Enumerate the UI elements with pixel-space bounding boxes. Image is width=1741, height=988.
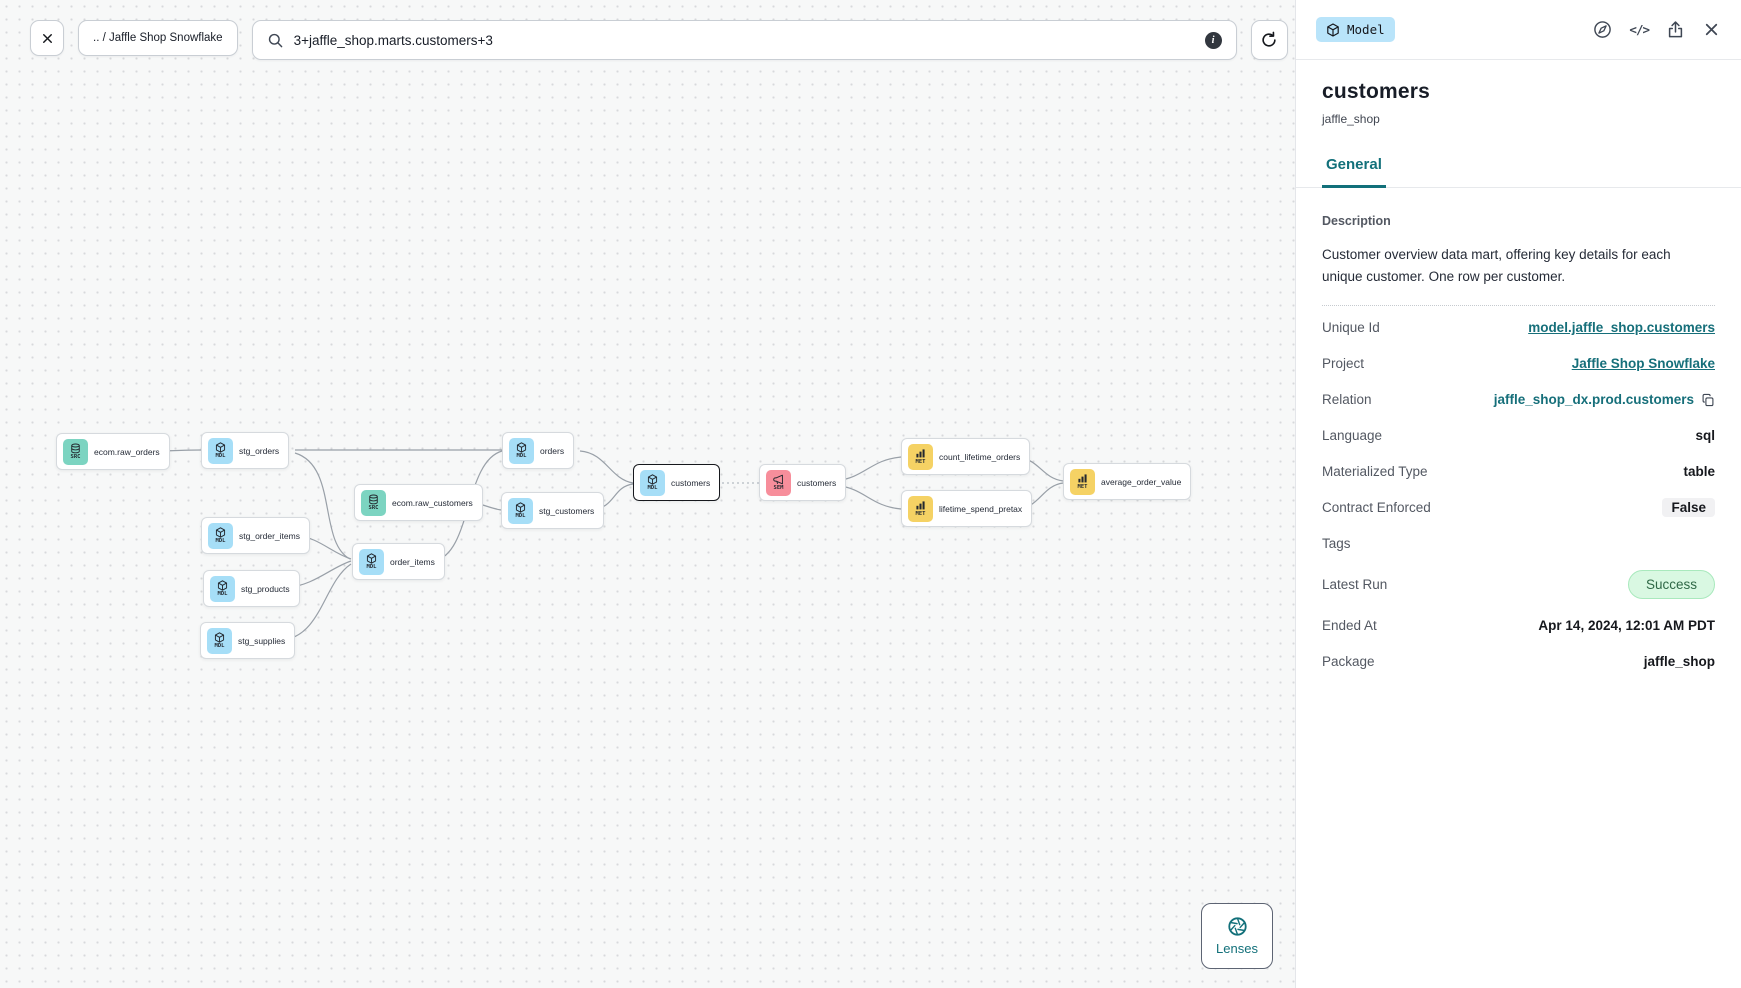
node-ecom-raw-customers[interactable]: SRC ecom.raw_customers	[354, 484, 483, 521]
materialized-type-value: table	[1683, 464, 1715, 480]
metric-icon: MET	[1070, 468, 1095, 495]
view-code-icon[interactable]: </>	[1629, 22, 1650, 37]
panel-tabs: General	[1296, 156, 1741, 188]
model-icon: MDL	[509, 437, 534, 464]
lineage-toolbar: .. / Jaffle Shop Snowflake i	[30, 20, 1288, 60]
field-row-package: Package jaffle_shop	[1322, 654, 1715, 670]
model-icon: MDL	[359, 548, 384, 575]
field-row-contract-enforced: Contract Enforced False	[1322, 490, 1715, 526]
field-row-language: Language sql	[1322, 428, 1715, 444]
unique-id-link[interactable]: model.jaffle_shop.customers	[1528, 320, 1715, 336]
node-stg-products[interactable]: MDL stg_products	[203, 570, 300, 607]
field-row-latest-run: Latest Run Success	[1322, 562, 1715, 608]
model-icon: MDL	[208, 522, 233, 549]
field-row-project: Project Jaffle Shop Snowflake	[1322, 356, 1715, 372]
divider	[1322, 304, 1715, 306]
panel-header: Model </>	[1296, 0, 1741, 60]
node-ecom-raw-orders[interactable]: SRC ecom.raw_orders	[56, 433, 170, 470]
description-label: Description	[1322, 214, 1391, 228]
ended-at-value: Apr 14, 2024, 12:01 AM PDT	[1538, 618, 1715, 634]
package-value: jaffle_shop	[1643, 654, 1715, 670]
lineage-canvas[interactable]: .. / Jaffle Shop Snowflake i	[0, 0, 1296, 988]
node-lifetime-spend-pretax[interactable]: MET lifetime_spend_pretax	[901, 490, 1033, 527]
field-row-tags: Tags	[1322, 536, 1351, 552]
field-row-ended-at: Ended At Apr 14, 2024, 12:01 AM PDT	[1322, 618, 1715, 634]
refresh-button[interactable]	[1250, 20, 1288, 60]
model-icon: MDL	[208, 437, 233, 464]
info-icon[interactable]: i	[1204, 31, 1222, 49]
node-customers-selected[interactable]: MDL customers	[633, 464, 721, 501]
node-stg-supplies[interactable]: MDL stg_supplies	[200, 622, 296, 659]
node-stg-customers[interactable]: MDL stg_customers	[501, 492, 605, 529]
tab-general[interactable]: General	[1322, 156, 1386, 188]
aperture-icon	[1227, 916, 1248, 937]
node-stg-order-items[interactable]: MDL stg_order_items	[201, 517, 310, 554]
close-panel-icon[interactable]	[1702, 20, 1721, 39]
node-average-order-value[interactable]: MET average_order_value	[1063, 463, 1192, 500]
node-count-lifetime-orders[interactable]: MET count_lifetime_orders	[901, 438, 1031, 475]
model-icon: MDL	[640, 469, 665, 496]
details-panel: Model </> customers jaffle_shop General …	[1296, 0, 1741, 988]
page-title: customers	[1322, 80, 1431, 103]
lineage-search-bar[interactable]: i	[251, 20, 1237, 60]
package-subtitle: jaffle_shop	[1322, 112, 1380, 126]
semantic-model-icon: SEM	[766, 469, 791, 496]
field-row-materialized-type: Materialized Type table	[1322, 464, 1715, 480]
project-link[interactable]: Jaffle Shop Snowflake	[1571, 356, 1715, 372]
close-lineage-button[interactable]	[30, 20, 64, 56]
status-badge: Success	[1627, 570, 1715, 600]
model-icon: MDL	[210, 575, 235, 602]
metric-icon: MET	[908, 443, 933, 470]
metric-icon: MET	[908, 495, 933, 522]
lenses-label: Lenses	[1216, 941, 1258, 956]
node-orders[interactable]: MDL orders	[502, 432, 575, 469]
field-row-unique-id: Unique Id model.jaffle_shop.customers	[1322, 320, 1715, 336]
source-icon: SRC	[361, 489, 386, 516]
relation-value: jaffle_shop_dx.prod.customers	[1493, 392, 1694, 408]
search-icon	[267, 32, 284, 49]
share-icon[interactable]	[1666, 20, 1685, 39]
lenses-button[interactable]: Lenses	[1201, 903, 1273, 969]
model-icon: MDL	[508, 497, 533, 524]
resource-type-badge: Model	[1316, 17, 1395, 42]
search-input[interactable]	[293, 32, 1195, 48]
model-cube-icon	[1326, 23, 1340, 37]
model-icon: MDL	[207, 627, 232, 654]
node-stg-orders[interactable]: MDL stg_orders	[201, 432, 290, 469]
source-icon: SRC	[63, 438, 88, 465]
refresh-icon	[1260, 31, 1278, 49]
explore-lineage-icon[interactable]	[1593, 20, 1612, 39]
node-order-items[interactable]: MDL order_items	[352, 543, 445, 580]
description-text: Customer overview data mart, offering ke…	[1322, 247, 1671, 285]
language-value: sql	[1695, 428, 1715, 444]
contract-enforced-badge: False	[1662, 498, 1715, 518]
breadcrumb[interactable]: .. / Jaffle Shop Snowflake	[78, 20, 238, 56]
field-row-relation: Relation jaffle_shop_dx.prod.customers	[1322, 382, 1715, 418]
close-icon	[40, 31, 55, 46]
node-customers-semantic[interactable]: SEM customers	[759, 464, 847, 501]
copy-icon[interactable]	[1701, 393, 1715, 407]
